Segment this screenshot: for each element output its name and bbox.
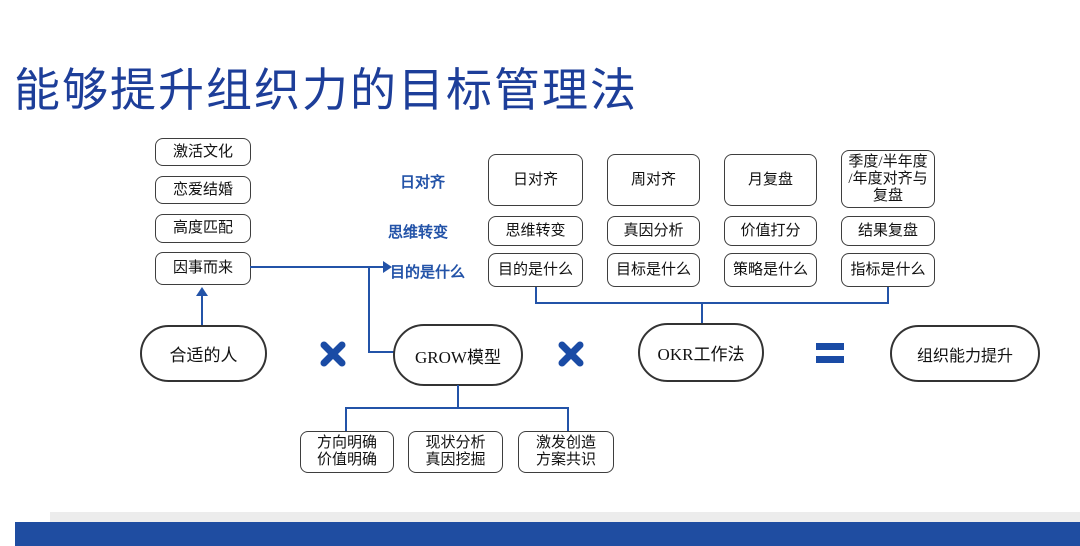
grid-cell-c2r1: 周对齐 — [607, 154, 700, 206]
grid-cell-c3r1: 月复盘 — [724, 154, 817, 206]
row-label-mindset-shift: 思维转变 — [388, 225, 449, 241]
grid-cell-c3r2: 价值打分 — [724, 216, 817, 246]
grow-child-line: 激发创造 — [535, 435, 596, 451]
grow-child-box-2: 现状分析 真因挖掘 — [408, 431, 503, 473]
term-oval-org-capability: 组织能力提升 — [890, 325, 1040, 382]
quarter-line-3: 复盘 — [872, 187, 903, 204]
grid-cell-c4r1: 季度/半年度 /年度对齐与 复盘 — [841, 150, 935, 208]
grid-cell-label: 思维转变 — [505, 222, 566, 239]
grid-cell-c1r1: 日对齐 — [488, 154, 583, 206]
page-title: 能够提升组织力的目标管理法 — [14, 65, 638, 116]
term-oval-grow-model: GROW模型 — [393, 324, 523, 386]
footer-bar-blue — [15, 522, 1080, 546]
connector-branch-horizontal — [368, 351, 394, 353]
grid-cell-c2r3: 目标是什么 — [607, 253, 700, 287]
grow-child-label: 激发创造 方案共识 — [536, 435, 596, 469]
bracket-center-drop — [701, 302, 703, 324]
connector-up-line — [201, 295, 203, 325]
grid-cell-label: 价值打分 — [740, 222, 801, 239]
grid-cell-label: 目标是什么 — [615, 261, 691, 278]
grid-cell-label: 目的是什么 — [497, 261, 573, 278]
grow-child-label: 方向明确 价值明确 — [317, 435, 377, 469]
grid-cell-label: 真因分析 — [623, 222, 684, 239]
arrow-right-icon — [383, 261, 392, 273]
bracket-right-stub — [887, 287, 889, 304]
term-oval-right-people: 合适的人 — [140, 325, 267, 382]
connector-branch-vertical — [368, 266, 370, 353]
footer-bar-gray — [50, 512, 1080, 522]
grid-cell-c4r3: 指标是什么 — [841, 253, 935, 287]
quarter-line-2: /年度对齐与 — [848, 170, 928, 187]
left-chain-label-1: 激活文化 — [172, 143, 233, 160]
left-chain-box-2: 恋爱结婚 — [155, 176, 251, 204]
left-chain-label-3: 高度匹配 — [172, 220, 233, 236]
grid-cell-label: 指标是什么 — [850, 261, 926, 278]
left-chain-label-4: 因事而来 — [172, 260, 233, 276]
grow-child-line: 真因挖掘 — [425, 452, 486, 468]
grid-cell-c1r2: 思维转变 — [488, 216, 583, 246]
left-chain-label-2: 恋爱结婚 — [172, 181, 233, 198]
grid-cell-c1r3: 目的是什么 — [488, 253, 583, 287]
grid-cell-label: 季度/半年度 /年度对齐与 复盘 — [848, 154, 927, 205]
row-label-purpose: 目的是什么 — [390, 265, 466, 281]
term-label: GROW模型 — [415, 347, 501, 367]
grid-cell-c3r3: 策略是什么 — [724, 253, 817, 287]
quarter-line-1: 季度/半年度 — [848, 153, 928, 170]
grow-child-line: 方向明确 — [316, 435, 377, 451]
grid-cell-label: 月复盘 — [747, 171, 793, 188]
grid-cell-c4r2: 结果复盘 — [841, 216, 935, 246]
bracket-left-stub — [535, 287, 537, 304]
multiply-icon — [319, 340, 347, 368]
grow-bracket-left-drop — [345, 407, 347, 432]
connector-horizontal-line — [250, 266, 384, 268]
grid-cell-label: 周对齐 — [630, 171, 676, 188]
arrow-up-icon — [196, 287, 208, 296]
grow-child-line: 方案共识 — [535, 452, 596, 468]
grid-cell-label: 日对齐 — [512, 171, 558, 188]
multiply-icon — [557, 340, 585, 368]
grow-child-box-3: 激发创造 方案共识 — [518, 431, 614, 473]
row-label-day-align: 日对齐 — [400, 175, 446, 191]
equals-icon — [816, 343, 844, 363]
term-label: 合适的人 — [169, 346, 238, 365]
left-chain-box-1: 激活文化 — [155, 138, 251, 166]
left-chain-box-3: 高度匹配 — [155, 214, 251, 243]
equals-bar — [816, 343, 844, 350]
grid-cell-label: 结果复盘 — [857, 222, 918, 239]
grow-drop-line — [457, 385, 459, 409]
grow-bracket-right-drop — [567, 407, 569, 432]
grow-child-label: 现状分析 真因挖掘 — [425, 435, 485, 469]
grow-bracket-horizontal — [345, 407, 569, 409]
grid-cell-label: 策略是什么 — [732, 261, 808, 278]
term-label: 组织能力提升 — [916, 347, 1013, 365]
grow-child-line: 价值明确 — [316, 452, 377, 468]
bracket-horizontal — [535, 302, 889, 304]
grow-child-box-1: 方向明确 价值明确 — [300, 431, 394, 473]
equals-bar — [816, 356, 844, 363]
left-chain-box-4: 因事而来 — [155, 252, 251, 285]
grow-child-line: 现状分析 — [425, 435, 486, 451]
grid-cell-c2r2: 真因分析 — [607, 216, 700, 246]
term-label: OKR工作法 — [657, 345, 745, 364]
term-oval-okr-method: OKR工作法 — [638, 323, 764, 382]
